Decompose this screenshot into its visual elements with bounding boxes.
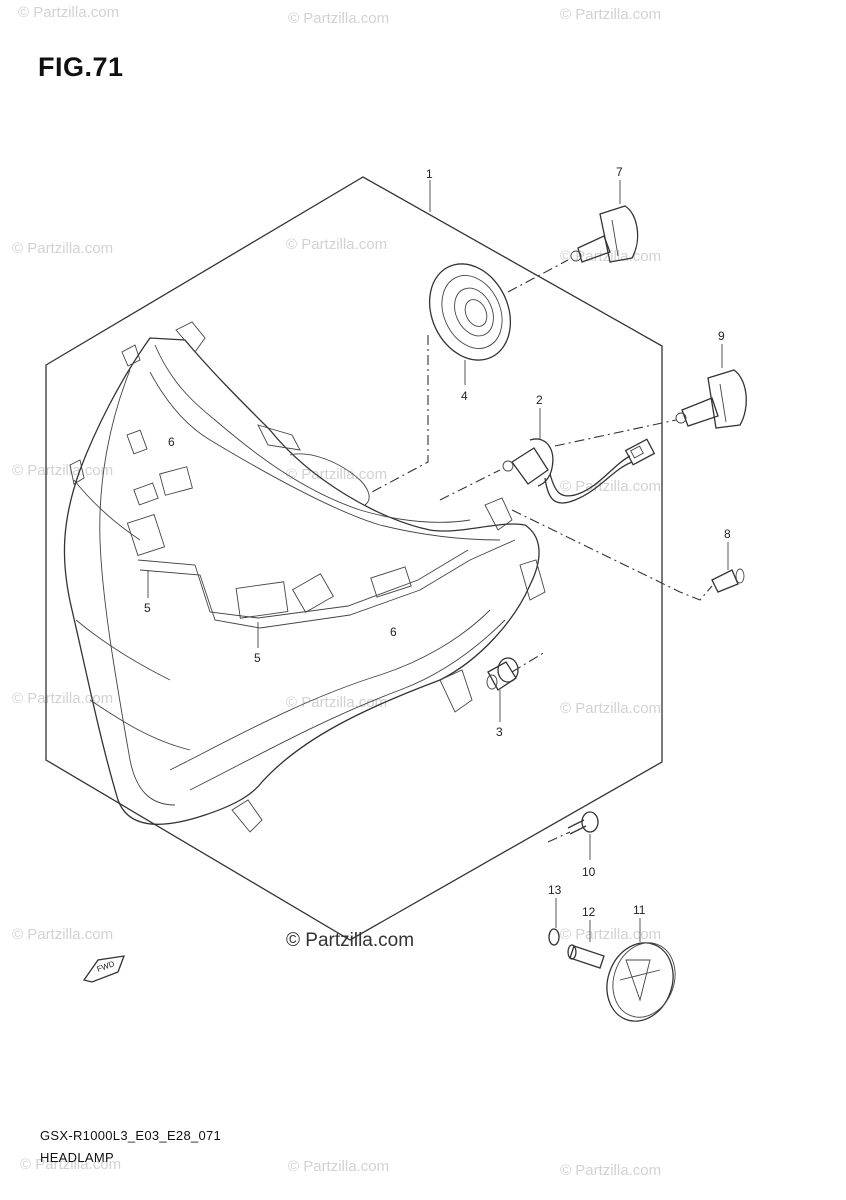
watermark: © Partzilla.com bbox=[20, 1156, 122, 1173]
headlamp-housing bbox=[63, 321, 546, 833]
callout-1: 1 bbox=[426, 167, 433, 181]
part-2-socket-harness bbox=[502, 438, 656, 504]
part-13-washer bbox=[548, 928, 560, 946]
part-3-grommet bbox=[486, 657, 519, 691]
fwd-arrow: FWD bbox=[82, 955, 125, 983]
watermark: © Partzilla.com bbox=[288, 10, 390, 27]
watermark: © Partzilla.com bbox=[12, 240, 114, 257]
part-12-bolt bbox=[567, 944, 605, 969]
diagram-name: HEADLAMP bbox=[40, 1150, 114, 1165]
callout-11: 11 bbox=[633, 903, 646, 917]
watermark: © Partzilla.com bbox=[560, 926, 662, 943]
callout-7: 7 bbox=[616, 165, 623, 179]
watermark: © Partzilla.com bbox=[12, 690, 114, 707]
fwd-arrow-label: FWD bbox=[96, 959, 116, 974]
watermark: © Partzilla.com bbox=[12, 926, 114, 943]
watermark: © Partzilla.com bbox=[286, 236, 388, 253]
part-7-headlamp-bulb bbox=[570, 205, 639, 263]
callout-5a: 5 bbox=[144, 601, 151, 615]
part-10-screw bbox=[567, 811, 599, 835]
callout-3: 3 bbox=[496, 725, 503, 739]
part-11-adjuster-knob bbox=[606, 942, 676, 1022]
callout-10: 10 bbox=[582, 865, 596, 879]
callout-6b: 6 bbox=[390, 625, 397, 639]
callout-12: 12 bbox=[582, 905, 596, 919]
callout-5b: 5 bbox=[254, 651, 261, 665]
watermark: © Partzilla.com bbox=[18, 4, 120, 21]
callout-9: 9 bbox=[718, 329, 725, 343]
part-9-position-bulb bbox=[675, 369, 747, 429]
assembly-outline bbox=[45, 176, 663, 941]
figure-title: FIG.71 bbox=[38, 52, 124, 82]
callout-4: 4 bbox=[461, 389, 468, 403]
callout-2: 2 bbox=[536, 393, 543, 407]
watermark: © Partzilla.com bbox=[560, 6, 662, 23]
callout-6a: 6 bbox=[168, 435, 175, 449]
diagram-code: GSX-R1000L3_E03_E28_071 bbox=[40, 1128, 222, 1143]
watermark: © Partzilla.com bbox=[12, 462, 114, 479]
callout-13: 13 bbox=[548, 883, 562, 897]
watermark: © Partzilla.com bbox=[560, 1162, 662, 1179]
center-watermark: © Partzilla.com bbox=[286, 930, 415, 951]
callout-8: 8 bbox=[724, 527, 731, 541]
part-8-small-bulb bbox=[711, 568, 745, 593]
watermark: © Partzilla.com bbox=[288, 1158, 390, 1175]
part-4-headlamp-cap bbox=[428, 263, 512, 361]
watermark: © Partzilla.com bbox=[286, 694, 388, 711]
watermark: © Partzilla.com bbox=[560, 700, 662, 717]
